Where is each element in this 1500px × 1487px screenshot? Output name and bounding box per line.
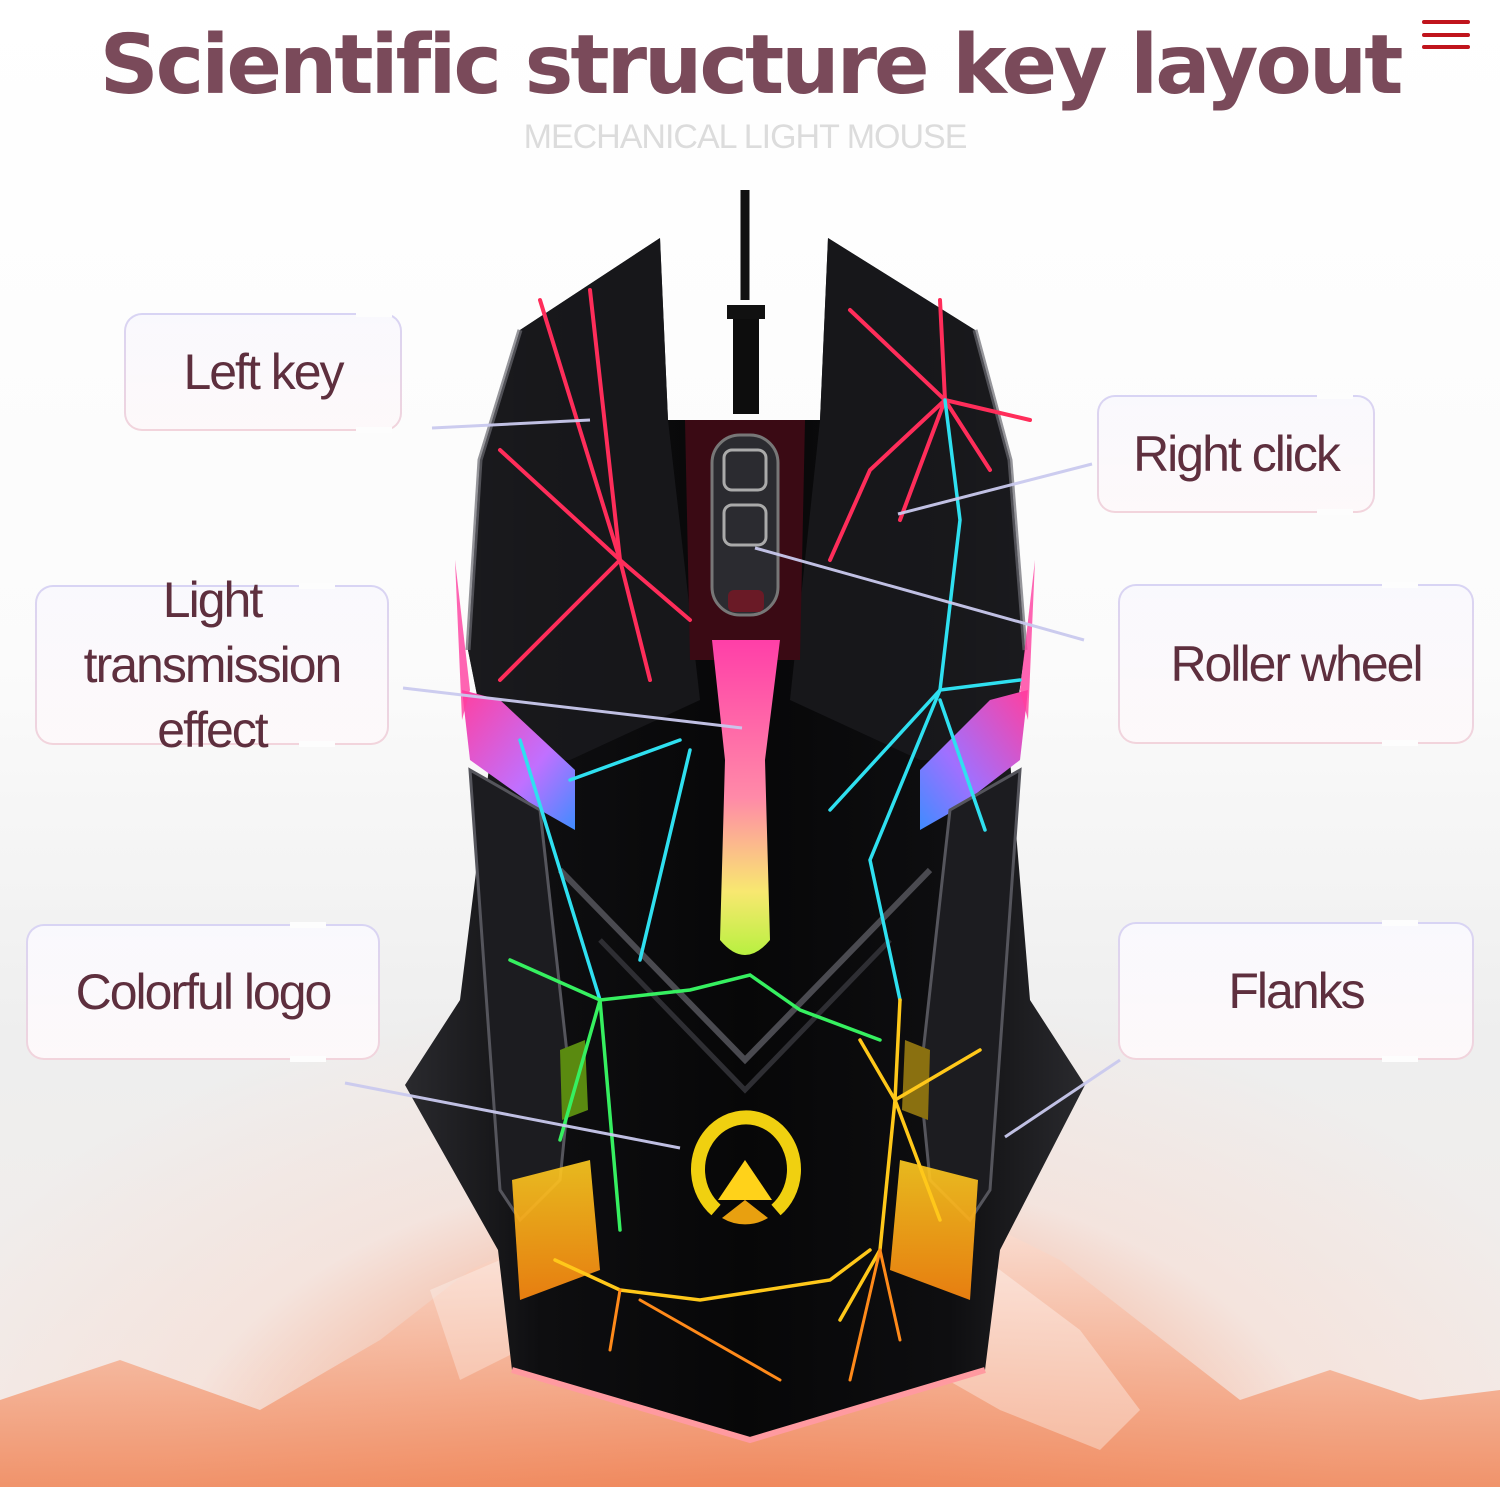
callout-roller-wheel-text: Roller wheel: [1170, 635, 1423, 692]
callout-light-transmission: Light transmission effect: [35, 572, 389, 758]
callout-right-click-text: Right click: [1133, 425, 1341, 482]
callout-flanks-text: Flanks: [1228, 962, 1365, 1019]
callout-flanks: Flanks: [1118, 920, 1474, 1062]
page-title: Scientific structure key layout: [99, 18, 1404, 113]
callout-light-transmission-line2: effect: [157, 701, 268, 758]
page-subtitle: MECHANICAL LIGHT MOUSE: [523, 118, 968, 156]
callout-leader-lines: [344, 418, 1121, 1150]
callout-colorful-logo-text: Colorful logo: [75, 963, 333, 1020]
callout-colorful-logo: Colorful logo: [26, 922, 380, 1062]
callout-left-key-text: Left key: [183, 343, 344, 400]
scroll-wheel: [710, 433, 780, 617]
center-light-strip: [712, 640, 780, 955]
triangle-in-ring-logo-icon: [691, 1110, 801, 1225]
callout-right-click: Right click: [1097, 393, 1375, 515]
callout-left-key: Left key: [124, 311, 402, 433]
callout-roller-wheel: Roller wheel: [1118, 582, 1474, 746]
hamburger-menu-icon[interactable]: [1418, 8, 1472, 49]
callout-light-transmission-line1: Light transmission: [83, 571, 343, 693]
